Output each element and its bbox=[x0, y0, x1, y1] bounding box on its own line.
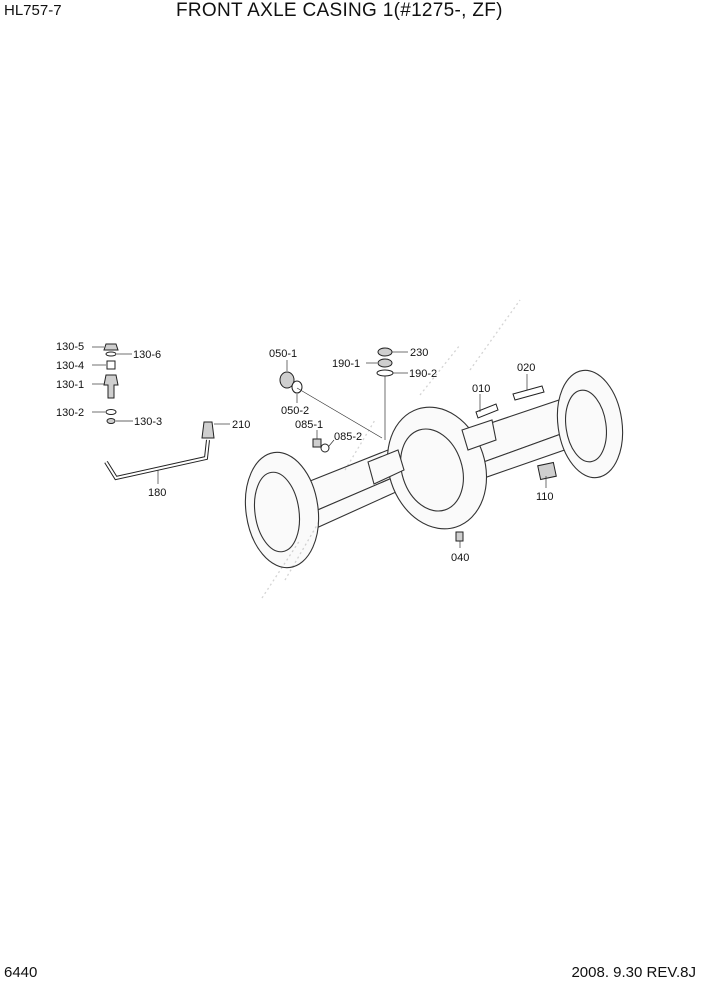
label-230: 230 bbox=[410, 347, 428, 359]
part-190-1-icon bbox=[377, 358, 393, 368]
part-210-icon bbox=[201, 421, 215, 439]
label-110: 110 bbox=[536, 491, 554, 503]
part-180-pipe-icon bbox=[104, 439, 210, 481]
part-130-1-icon bbox=[103, 374, 119, 399]
label-180: 180 bbox=[148, 487, 166, 499]
label-050-2: 050-2 bbox=[281, 405, 309, 417]
label-130-4: 130-4 bbox=[56, 360, 84, 372]
part-130-6-icon bbox=[105, 351, 117, 357]
label-085-2: 085-2 bbox=[334, 431, 362, 443]
label-085-1: 085-1 bbox=[295, 419, 323, 431]
label-010: 010 bbox=[472, 383, 490, 395]
revision-date: 2008. 9.30 REV.8J bbox=[571, 964, 696, 981]
part-010-pin-icon bbox=[475, 403, 499, 419]
part-130-2-icon bbox=[105, 409, 117, 415]
label-020: 020 bbox=[517, 362, 535, 374]
label-130-1: 130-1 bbox=[56, 379, 84, 391]
page-number: 6440 bbox=[4, 964, 38, 981]
label-130-6: 130-6 bbox=[133, 349, 161, 361]
label-190-2: 190-2 bbox=[409, 368, 437, 380]
label-050-1: 050-1 bbox=[269, 348, 297, 360]
part-130-5-icon bbox=[103, 343, 119, 351]
part-230-icon bbox=[377, 347, 393, 357]
part-190-2-icon bbox=[376, 369, 394, 377]
part-130-3-icon bbox=[106, 418, 116, 424]
part-040-plug-icon bbox=[455, 531, 464, 542]
label-130-2: 130-2 bbox=[56, 407, 84, 419]
leader-lines bbox=[92, 346, 547, 548]
model-code: HL757-7 bbox=[4, 2, 62, 19]
label-130-3: 130-3 bbox=[134, 416, 162, 428]
part-050-1-icon bbox=[279, 371, 295, 389]
axle-casing bbox=[244, 369, 624, 569]
part-085-1-icon bbox=[312, 438, 322, 448]
label-130-5: 130-5 bbox=[56, 341, 84, 353]
part-085-2-icon bbox=[320, 443, 330, 453]
part-130-4-icon bbox=[106, 360, 116, 370]
label-210: 210 bbox=[232, 419, 250, 431]
label-040: 040 bbox=[451, 552, 469, 564]
page-title: FRONT AXLE CASING 1(#1275-, ZF) bbox=[176, 0, 503, 21]
part-050-2-icon bbox=[291, 380, 303, 394]
label-190-1: 190-1 bbox=[332, 358, 360, 370]
part-020-pin-icon bbox=[512, 385, 545, 401]
